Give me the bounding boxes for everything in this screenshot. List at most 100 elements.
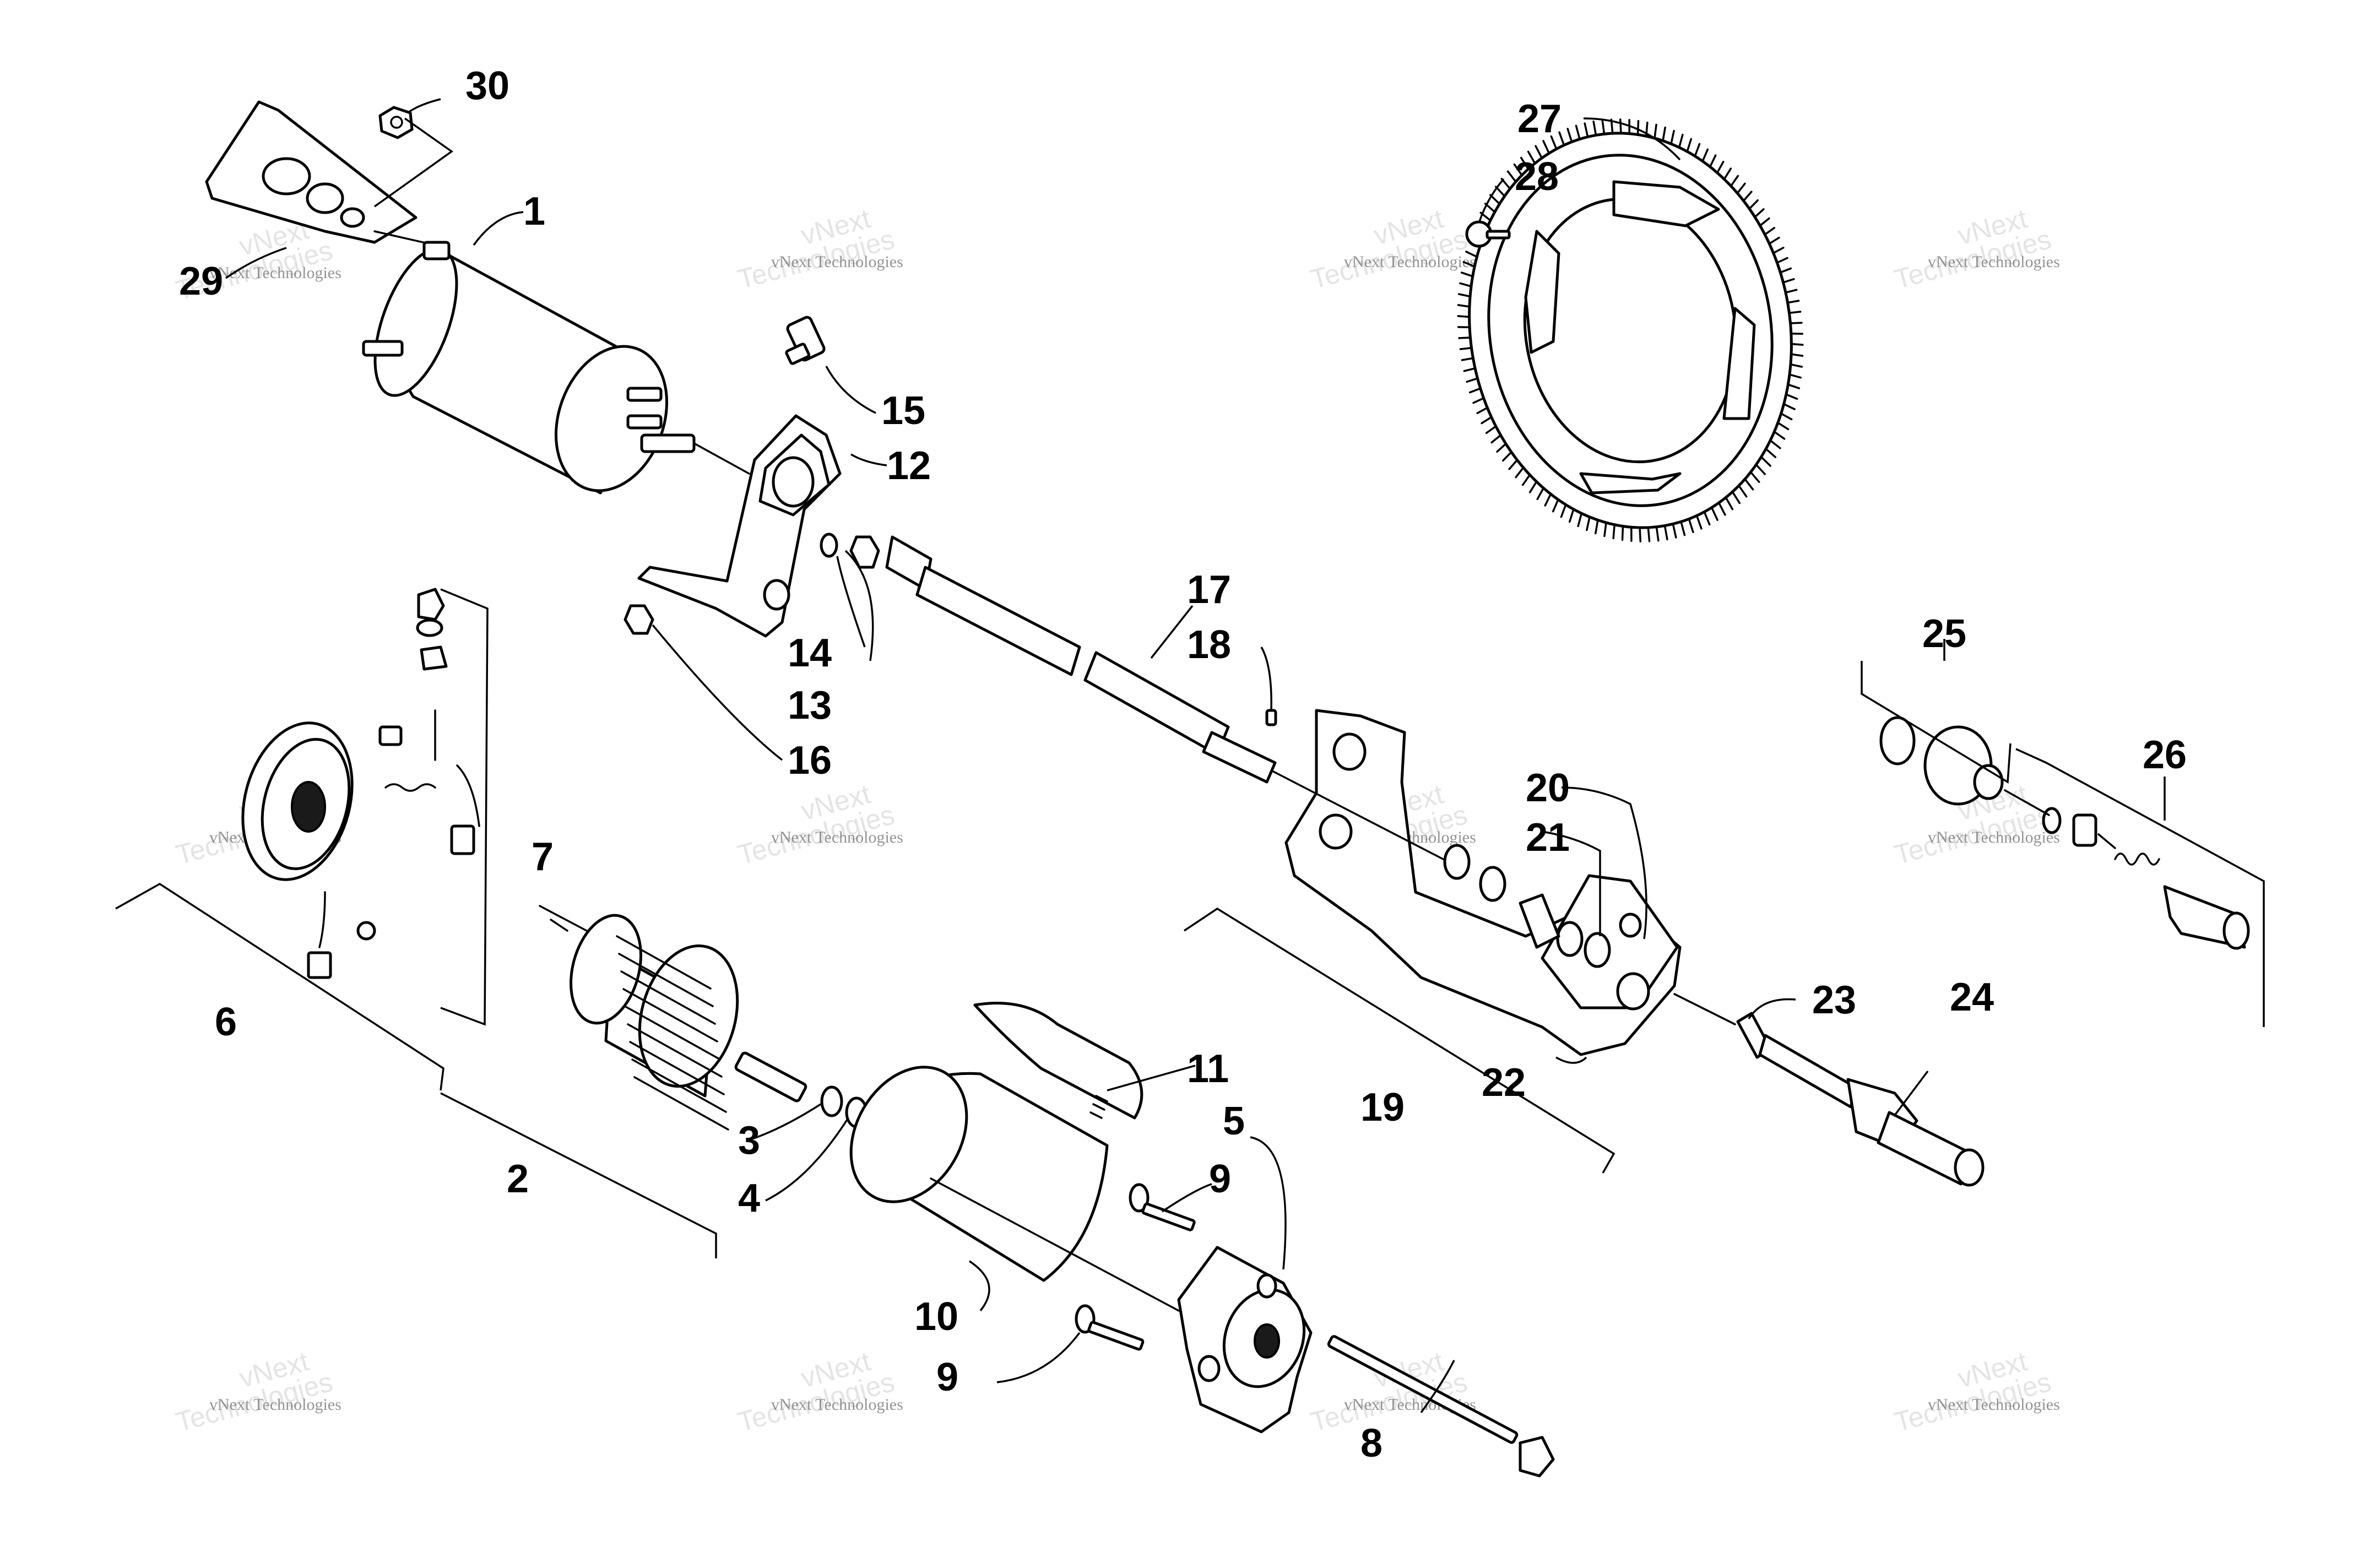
ring-gear-tooth [1457,315,1471,318]
ring-gear-tooth [1460,271,1474,278]
ring-gear-tooth [1535,145,1543,159]
ring-gear-tooth [1755,464,1766,475]
part-9-screw-upper [1129,1183,1196,1231]
watermark-small: vNext Technologies [771,253,903,271]
ring-gear-tooth [1619,118,1622,134]
bracket-part-6 [115,882,444,1091]
callout-12: 12 [887,444,931,488]
armature-bar [620,970,716,1025]
bracket-part-7 [440,588,489,1026]
part-9-screw-lower [1075,1304,1145,1351]
part-15-bolt [785,316,826,365]
callout-30: 30 [465,64,509,108]
part-14-washer [820,533,838,558]
bracket-part-19 [1184,907,1615,1174]
ring-gear-tooth [1782,278,1795,284]
ring-gear-tooth [1749,471,1760,483]
callout-1: 1 [523,189,545,234]
watermark-small: vNext Technologies [1928,253,2060,271]
callout-9a: 9 [1209,1157,1231,1201]
ring-gear-tooth [1485,425,1497,435]
ring-gear-tooth [1457,304,1471,308]
ring-gear-tooth [1785,393,1798,400]
ring-gear-tooth [1612,523,1615,540]
part-10-yoke [849,1066,1109,1282]
callout-15: 15 [881,389,925,433]
armature-bar [627,1023,723,1078]
ring-gear-tooth [1694,143,1701,158]
armature-bar [629,1041,725,1095]
armature-bar [622,988,718,1042]
ring-gear-tooth [1725,496,1734,511]
bracket-part-2 [440,1092,717,1258]
ring-gear-tooth [1738,485,1748,498]
ring-gear-tooth [1790,363,1803,368]
part-3-washer [820,1085,843,1117]
ring-gear-tooth [1695,514,1703,530]
callout-2: 2 [507,1157,529,1201]
ring-gear-tooth [1790,353,1804,357]
armature-bar [633,1076,729,1131]
callout-24: 24 [1950,975,1994,1019]
callout-4: 4 [738,1176,760,1220]
ring-gear-tooth [1777,421,1790,431]
ring-gear-tooth [1709,154,1717,168]
part-24-pinion-drive [1846,1078,1985,1187]
callout-5: 5 [1223,1099,1245,1143]
part-7-brush-holder-assembly [241,588,480,979]
ring-gear-tooth [1662,126,1666,142]
ring-gear-tooth [1731,491,1741,504]
ring-gear-teeth [1457,118,1804,542]
callout-8: 8 [1360,1421,1383,1465]
ring-gear-tooth [1527,150,1536,165]
ring-gear-tooth [1459,282,1472,287]
ring-gear-tooth [1584,122,1589,138]
ring-gear-tooth [1678,133,1684,149]
ring-gear-tooth [1782,403,1796,410]
ring-gear-tooth [1481,416,1493,425]
ring-gear-tooth [1655,525,1660,542]
ring-gear-tooth [1463,367,1476,372]
ring-gear-tooth [1780,412,1793,421]
ring-gear-tooth [1490,434,1502,444]
part-20-collar [1519,893,1560,949]
ring-gear-tooth [1703,511,1711,526]
callout-14: 14 [788,631,832,675]
watermark-small: vNext Technologies [771,1395,903,1414]
callout-28: 28 [1515,155,1559,199]
ring-gear-tooth [1670,129,1675,145]
ring-gear-tooth [1472,397,1485,404]
ring-gear-tooth [1773,431,1786,440]
ring-gear-tooth [1787,383,1801,389]
ring-gear-tooth [1542,140,1550,155]
armature-bar [631,1058,727,1113]
ring-gear-tooth [1672,523,1677,539]
callout-19: 19 [1360,1085,1405,1130]
part-2-armature [550,914,807,1131]
ring-gear-tooth [1476,406,1489,414]
ring-gear-tooth [1748,199,1759,210]
ring-gear-tooth [1776,257,1788,264]
ring-gear-tooth [1536,487,1545,501]
part-16-nut [624,604,654,635]
part-11-shield [973,1002,1143,1120]
part-20-washer [1443,844,1584,957]
ring-gear-tooth [1560,503,1567,518]
ring-gear-tooth [1759,217,1770,227]
callout-7: 7 [532,835,554,879]
callout-20: 20 [1526,766,1570,810]
callout-labels: 1 2 3 4 5 6 7 8 9 9 10 11 12 13 14 15 16… [179,64,2187,1465]
ring-gear-tooth [1701,148,1709,162]
ring-gear-tooth [1636,120,1640,136]
watermark-small: vNext Technologies [209,264,341,282]
ring-gear-tooth [1550,135,1558,150]
ring-gear-tooth [1716,160,1725,174]
ring-gear-tooth [1575,124,1581,140]
ring-gear-tooth [1653,123,1657,139]
ring-gear-tooth [1688,518,1694,533]
ring-gear-tooth [1710,506,1718,521]
callout-17: 17 [1187,568,1231,612]
ring-gear-tooth [1760,456,1771,467]
callout-11: 11 [1187,1047,1229,1091]
